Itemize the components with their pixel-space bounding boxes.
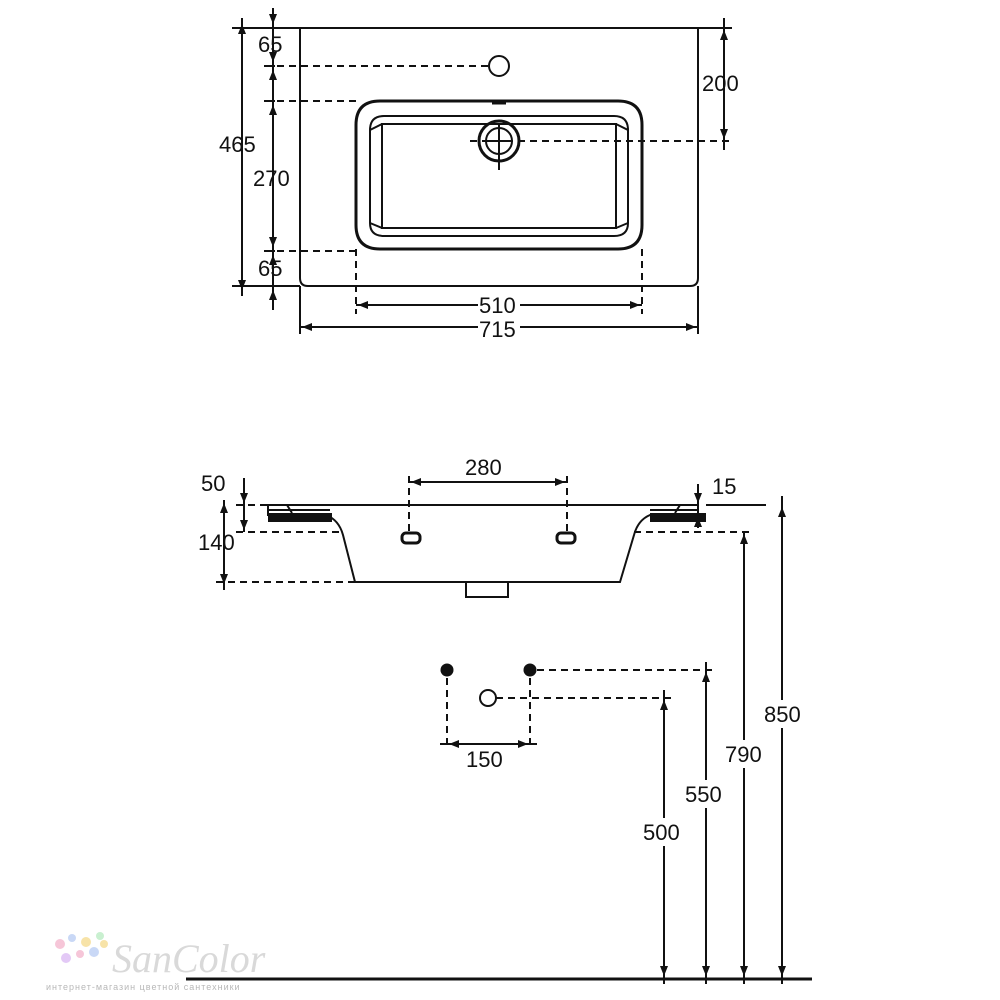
logo-dot: [61, 953, 71, 963]
waste-outlet: [465, 581, 509, 598]
dim-label-465: 465: [219, 132, 256, 157]
logo-dot: [55, 939, 65, 949]
dim-label-150: 150: [466, 747, 503, 772]
logo-dot: [76, 950, 84, 958]
overflow-slot-left: [400, 531, 422, 545]
basin-profile: [267, 504, 699, 583]
dim-label-140: 140: [198, 530, 235, 555]
tap-hole-icon: [488, 55, 510, 77]
overflow-slot-right: [555, 531, 577, 545]
mount-pad-right: [650, 513, 706, 522]
dim-label-270: 270: [253, 166, 290, 191]
dim-label-715: 715: [479, 317, 516, 342]
water-supply-left-icon: [440, 663, 454, 677]
dim-label-200: 200: [702, 71, 739, 96]
corner-facet: [369, 123, 629, 229]
installation-view: 150 850 790 550 500: [186, 496, 812, 984]
watermark-logo: SanColor интернет-магазин цветной сантех…: [46, 932, 266, 992]
logo-dots-icon: [55, 932, 108, 963]
bowl-inner: [369, 115, 629, 237]
dim-label-50: 50: [201, 471, 225, 496]
dim-label-500: 500: [643, 820, 680, 845]
mount-pad-left: [268, 513, 332, 522]
dim-label-65-bottom: 65: [258, 256, 282, 281]
watermark-brand: SanColor: [112, 936, 266, 981]
bowl-outer: [354, 99, 644, 251]
logo-dot: [68, 934, 76, 942]
waste-connection-icon: [479, 689, 497, 707]
dim-label-550: 550: [685, 782, 722, 807]
basin-outline: [299, 27, 699, 287]
side-view: 280 50 15 140: [198, 455, 766, 598]
dim-label-65-top: 65: [258, 32, 282, 57]
logo-dot: [96, 932, 104, 940]
dim-label-790: 790: [725, 742, 762, 767]
watermark-tagline: интернет-магазин цветной сантехники: [46, 982, 241, 992]
logo-dot: [81, 937, 91, 947]
logo-dot: [89, 947, 99, 957]
water-supply-right-icon: [523, 663, 537, 677]
dim-label-850: 850: [764, 702, 801, 727]
dim-ticks: [232, 27, 300, 287]
drain-icon: [477, 101, 521, 170]
dim-label-510: 510: [479, 293, 516, 318]
top-view: 65 465 270 65 200 510 715: [219, 8, 739, 342]
dim-label-15: 15: [712, 474, 736, 499]
dim-label-280: 280: [465, 455, 502, 480]
logo-dot: [100, 940, 108, 948]
